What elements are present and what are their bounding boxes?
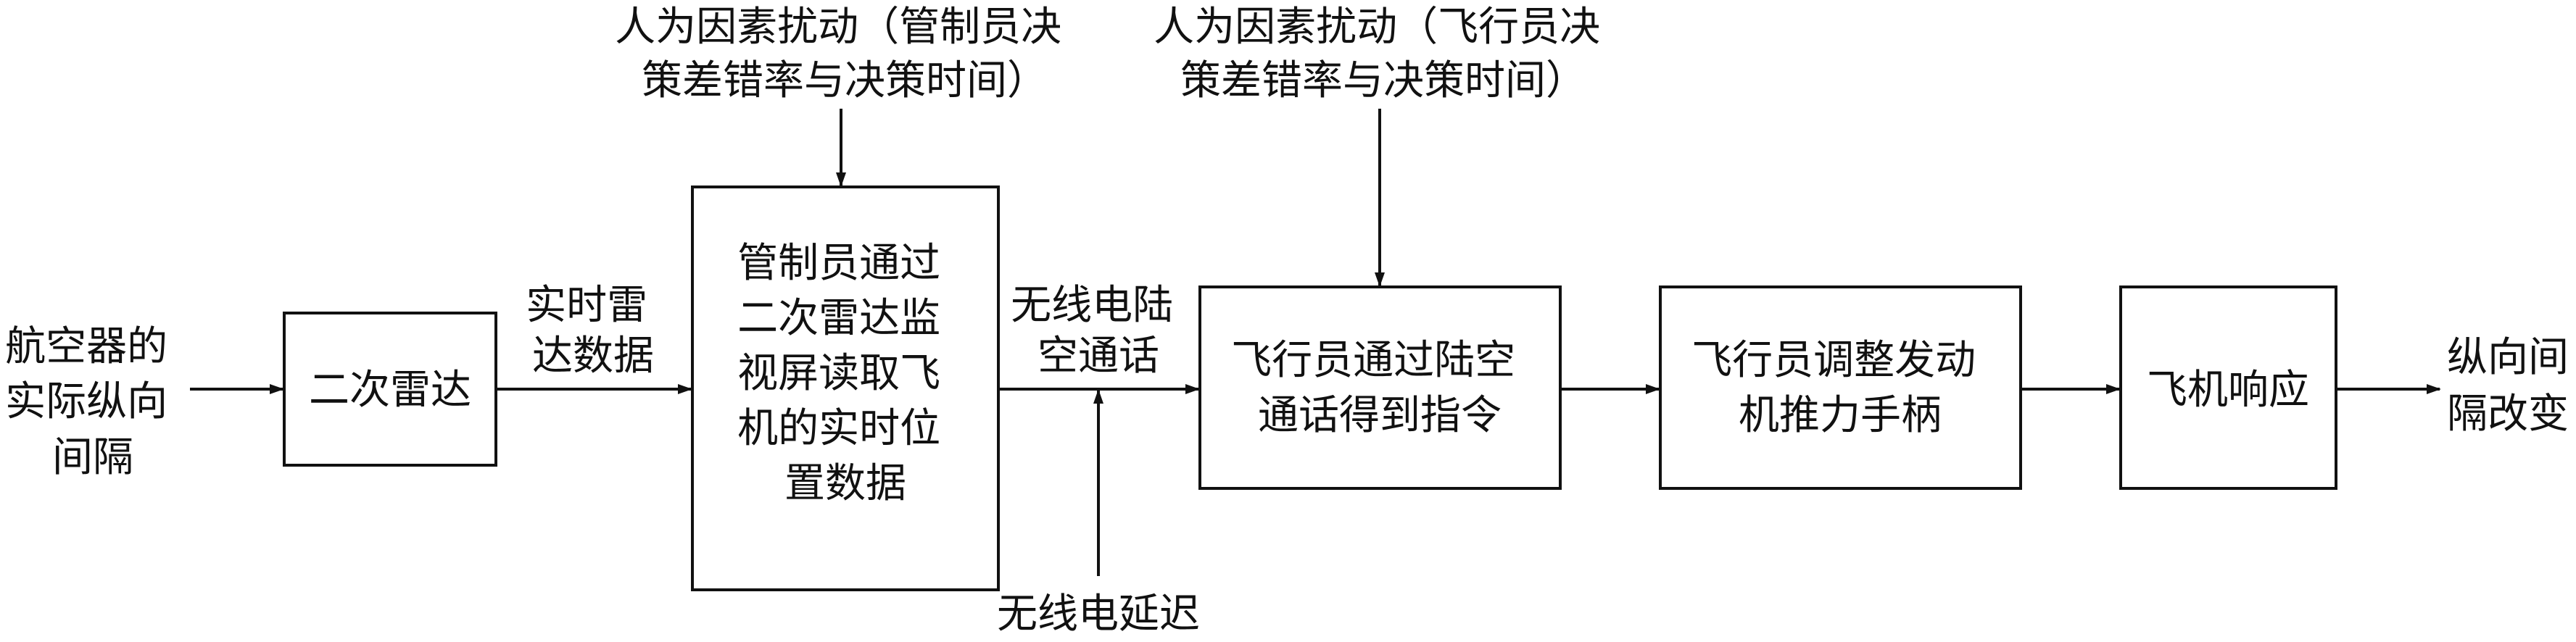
controller-disturbance-line-2: 策差错率与决策时间）: [642, 57, 1048, 104]
output-label-line-2: 隔改变: [2447, 391, 2569, 438]
controller-read-line-5: 置数据: [784, 460, 906, 507]
controller-read-line-2: 二次雷达监: [737, 295, 940, 342]
pilot-adjust-line-2: 机推力手柄: [1739, 392, 1942, 439]
radio-delay-label: 无线电延迟: [997, 591, 1200, 638]
pilot-receive-label: 飞行员通过陆空 通话得到指令: [1231, 337, 1528, 439]
pilot-disturbance-line-2: 策差错率与决策时间）: [1180, 57, 1586, 104]
input-label-line-1: 航空器的: [5, 323, 167, 370]
radar-data-edge-label: 实时雷 达数据: [526, 282, 660, 380]
secondary-radar-box: [283, 312, 497, 467]
input-label-line-2: 实际纵向: [5, 378, 167, 425]
radio-comm-edge-label: 无线电陆 空通话: [1011, 282, 1186, 380]
pilot-disturbance-label: 人为因素扰动（飞行员决 策差错率与决策时间）: [1154, 4, 1613, 104]
controller-read-label: 管制员通过 二次雷达监 视屏读取飞 机的实时位 置数据: [737, 240, 953, 507]
controller-read-line-1: 管制员通过: [737, 240, 940, 287]
output-label: 纵向间 隔改变: [2447, 334, 2576, 438]
aircraft-response-label: 飞机响应: [2147, 367, 2309, 414]
radar-data-line-2: 达数据: [532, 333, 654, 380]
output-label-line-1: 纵向间: [2447, 334, 2569, 381]
controller-read-line-4: 机的实时位: [737, 405, 940, 452]
radar-data-line-1: 实时雷: [526, 282, 647, 329]
pilot-adjust-line-1: 飞行员调整发动: [1691, 337, 1976, 384]
pilot-disturbance-line-1: 人为因素扰动（飞行员决: [1154, 4, 1600, 51]
radio-comm-line-2: 空通话: [1038, 333, 1159, 380]
pilot-receive-box: [1198, 285, 1562, 490]
controller-disturbance-line-1: 人为因素扰动（管制员决: [615, 4, 1061, 51]
pilot-receive-line-2: 通话得到指令: [1258, 392, 1502, 439]
input-label-line-3: 间隔: [52, 434, 133, 481]
controller-read-line-3: 视屏读取飞: [737, 350, 940, 397]
input-label: 航空器的 实际纵向 间隔: [5, 323, 181, 481]
controller-read-box: [691, 185, 1000, 591]
secondary-radar-label: 二次雷达: [309, 367, 471, 414]
pilot-receive-line-1: 飞行员通过陆空: [1231, 337, 1515, 384]
radio-comm-line-1: 无线电陆: [1011, 282, 1173, 329]
pilot-adjust-box: [1659, 285, 2022, 490]
controller-disturbance-label: 人为因素扰动（管制员决 策差错率与决策时间）: [615, 4, 1074, 104]
aircraft-response-box: [2119, 285, 2337, 490]
pilot-adjust-label: 飞行员调整发动 机推力手柄: [1691, 337, 1989, 439]
